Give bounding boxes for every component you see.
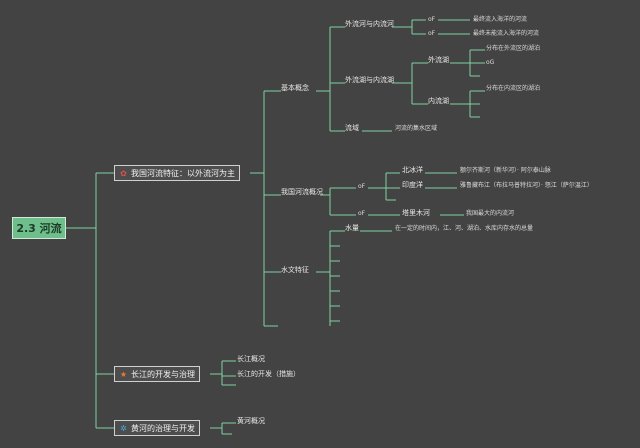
tag-of-a: oF <box>428 16 436 23</box>
main-node-label: 长江的开发与治理 <box>131 369 195 379</box>
text-indian: 雅鲁藏布江（布拉马普特拉河）· 怒江（萨尔温江） <box>460 182 593 189</box>
node-arctic[interactable]: 北冰洋 <box>402 166 423 174</box>
node-river-overview[interactable]: 我国河流概况 <box>281 188 323 196</box>
node-drainage[interactable]: 流域 <box>345 124 359 132</box>
text-tarim: 我国最大的内流河 <box>466 210 515 217</box>
main-node-river-features[interactable]: ✿ 我国河流特征：以外流河为主 <box>114 165 240 181</box>
text-ext-river: 最终流入海洋的河流 <box>473 16 528 23</box>
root-label: 2.3 河流 <box>16 222 62 235</box>
flower-icon: ✿ <box>120 168 127 178</box>
node-hydrology[interactable]: 水文特征 <box>281 266 309 274</box>
star-icon: ★ <box>119 369 128 379</box>
node-ext-int-lake[interactable]: 外流湖与内流湖 <box>345 76 394 84</box>
node-ext-lake[interactable]: 外流湖 <box>428 56 449 64</box>
node-tarim[interactable]: 塔里木河 <box>402 209 430 217</box>
text-int-river: 最终未能流入海洋的河流 <box>473 30 540 37</box>
node-yangtze-overview[interactable]: 长江概况 <box>237 355 265 363</box>
root-node[interactable]: 2.3 河流 <box>12 217 66 239</box>
node-int-lake[interactable]: 内流湖 <box>428 97 449 105</box>
gear-icon: ✲ <box>120 423 127 433</box>
tag-og: oG <box>486 59 495 66</box>
tag-of-overview-2: oF <box>358 210 366 217</box>
text-int-lake: 分布在内流区的湖泊 <box>486 85 541 92</box>
node-yangtze-develop[interactable]: 长江的开发（措施） <box>237 370 300 378</box>
node-indian[interactable]: 印度洋 <box>402 181 423 189</box>
main-node-yellow-river[interactable]: ✲ 黄河的治理与开发 <box>114 420 200 436</box>
node-yellow-overview[interactable]: 黄河概况 <box>237 417 265 425</box>
main-node-label: 我国河流特征：以外流河为主 <box>131 168 235 178</box>
node-volume[interactable]: 水量 <box>345 224 359 232</box>
text-arctic: 额尔齐斯河（新华河）· 阿尔泰山脉 <box>460 167 551 174</box>
main-node-label: 黄河的治理与开发 <box>131 423 195 433</box>
tag-of-overview-1: oF <box>358 183 366 190</box>
tag-of-b: oF <box>428 30 436 37</box>
text-volume: 在一定的时间内，江、河、湖泊、水库内存水的总量 <box>395 225 534 232</box>
node-ext-int-river[interactable]: 外流河与内流河 <box>345 20 394 28</box>
main-node-yangtze[interactable]: ★ 长江的开发与治理 <box>114 366 200 382</box>
text-drainage: 河流的集水区域 <box>395 125 438 132</box>
node-basic-concept[interactable]: 基本概念 <box>281 84 309 92</box>
text-ext-lake: 分布在外流区的湖泊 <box>486 45 541 52</box>
